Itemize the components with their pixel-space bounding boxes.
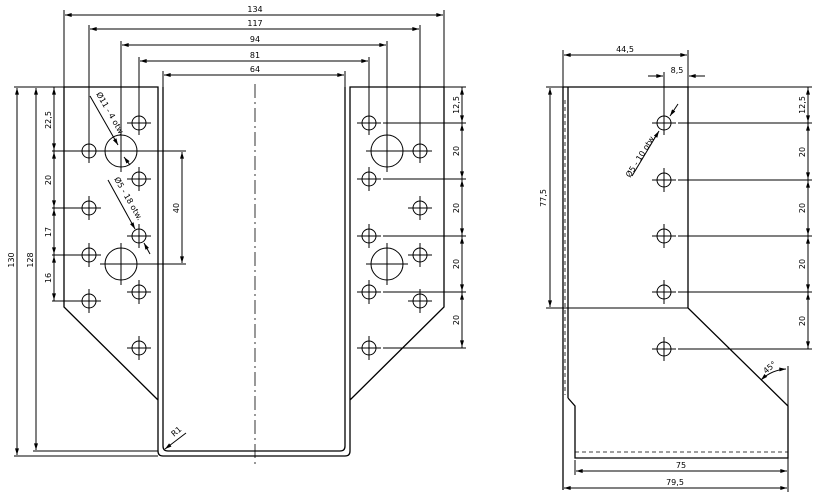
- dim-79-5: 79,5: [666, 478, 684, 487]
- dim-40: 40: [172, 203, 181, 213]
- dim-134: 134: [247, 5, 262, 14]
- large-hole: [100, 130, 142, 172]
- dim-20: 20: [452, 315, 461, 325]
- dim-20: 20: [798, 147, 807, 157]
- small-hole: [652, 337, 676, 361]
- small-hole: [127, 336, 151, 360]
- dim-130: 130: [7, 252, 16, 267]
- dim-20: 20: [798, 316, 807, 326]
- dim-12-5: 12,5: [798, 96, 807, 114]
- leader-line: [89, 95, 119, 146]
- small-hole: [408, 243, 432, 267]
- dim-17: 17: [44, 227, 53, 237]
- radius-leader: [164, 432, 187, 450]
- dim-75: 75: [676, 461, 686, 470]
- small-hole: [357, 167, 381, 191]
- small-hole: [357, 336, 381, 360]
- height-dimensions: [14, 86, 186, 457]
- leader-line: [107, 179, 136, 230]
- width-dimensions: [63, 10, 445, 144]
- dim-20: 20: [798, 203, 807, 213]
- side-outline: [562, 86, 789, 490]
- dim-117: 117: [247, 19, 262, 28]
- small-hole: [408, 289, 432, 313]
- dim-81: 81: [250, 51, 260, 60]
- bracket-outline: [63, 86, 445, 457]
- small-hole-label: Ø5 - 18 otw.: [112, 175, 145, 222]
- front-view: 134 117 94 81 64 130 128 22,5 20 17 16 4…: [7, 5, 466, 466]
- side-dimensions: [546, 50, 812, 492]
- dim-12-5: 12,5: [452, 96, 461, 114]
- small-hole: [408, 196, 432, 220]
- small-hole: [357, 224, 381, 248]
- small-hole: [652, 168, 676, 192]
- dim-44-5: 44,5: [616, 45, 634, 54]
- dim-77-5: 77,5: [539, 189, 548, 207]
- dim-20: 20: [452, 259, 461, 269]
- small-hole: [357, 280, 381, 304]
- dim-22-5: 22,5: [44, 111, 53, 129]
- dim-128: 128: [26, 252, 35, 267]
- holes: [77, 111, 432, 360]
- side-holes: [652, 111, 676, 361]
- large-hole: [366, 130, 408, 172]
- dim-16: 16: [44, 273, 53, 283]
- small-hole: [127, 280, 151, 304]
- large-hole: [100, 243, 142, 285]
- dim-64: 64: [250, 65, 260, 74]
- angle-label: 45°: [762, 360, 779, 376]
- large-hole: [366, 243, 408, 285]
- dim-20: 20: [452, 146, 461, 156]
- dim-20: 20: [452, 203, 461, 213]
- side-view: 44,5 8,5 77,5 12,5 20 20 20 20 Ø5 - 10 o…: [539, 45, 812, 492]
- side-hole-label: Ø5 - 10 otw.: [623, 133, 657, 179]
- small-hole: [127, 167, 151, 191]
- dim-20: 20: [798, 259, 807, 269]
- right-spacing-dimensions: [383, 86, 466, 349]
- dim-94: 94: [250, 35, 260, 44]
- dim-8-5: 8,5: [671, 66, 684, 75]
- large-hole-label: Ø11 - 4 otw.: [94, 90, 127, 137]
- small-hole: [127, 224, 151, 248]
- small-hole: [652, 224, 676, 248]
- small-hole: [652, 280, 676, 304]
- dim-20: 20: [44, 175, 53, 185]
